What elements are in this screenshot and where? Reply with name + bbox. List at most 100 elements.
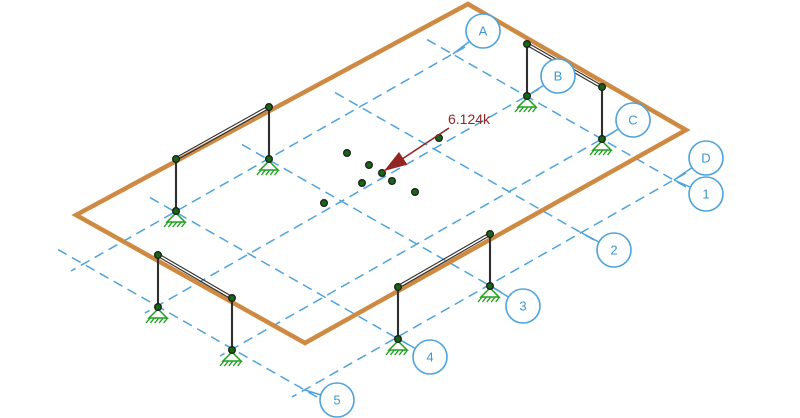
- support-hatch-tick: [256, 169, 262, 176]
- support-hatch-tick: [389, 349, 395, 356]
- load-arrow-head[interactable]: [384, 152, 408, 171]
- support-hatch-tick: [237, 360, 243, 367]
- support-hatch-tick: [598, 149, 604, 156]
- grid-bubble-label-2: 2: [610, 243, 617, 258]
- grid-line-3: [240, 143, 502, 293]
- grid-bubble-label-3: 3: [519, 299, 526, 314]
- support-hatch-tick: [163, 221, 169, 228]
- grid-bubble-C: C: [615, 102, 651, 138]
- support-hatch-tick: [398, 349, 404, 356]
- support-hatch-tick: [145, 317, 151, 324]
- grid-line-1: [425, 38, 687, 188]
- node-free-6[interactable]: [411, 188, 420, 197]
- support-symbol-B1: [514, 96, 538, 113]
- beam-edge-line: [398, 234, 491, 289]
- support-symbol-C1: [589, 139, 613, 156]
- grid-bubble-label-5: 5: [333, 393, 340, 408]
- support-hatch-tick: [486, 296, 492, 303]
- node-column-top-C1[interactable]: [597, 82, 606, 91]
- grid-bubble-B: B: [540, 58, 576, 94]
- node-free-4[interactable]: [358, 179, 367, 188]
- support-hatch-tick: [532, 106, 538, 113]
- support-hatch-tick: [223, 360, 229, 367]
- support-hatch-tick: [477, 296, 483, 303]
- support-hatch-tick: [149, 317, 155, 324]
- support-symbol-A3: [256, 159, 280, 176]
- node-column-base-C1[interactable]: [597, 135, 606, 144]
- support-hatch-tick: [481, 296, 487, 303]
- grid-bubble-circle-3: [505, 288, 541, 324]
- support-hatch-tick: [228, 360, 234, 367]
- slab-outline[interactable]: [71, 1, 691, 346]
- node-column-top-C5[interactable]: [228, 294, 237, 303]
- beam-member-left[interactable]: [175, 105, 270, 161]
- node-column-base-A4[interactable]: [172, 207, 181, 216]
- load-value-label: 6.124k: [448, 111, 491, 127]
- grid-bubble-circle-C: [615, 102, 651, 138]
- node-column-top-B1[interactable]: [522, 39, 531, 48]
- support-hatch-tick: [167, 221, 173, 228]
- support-hatch-tick: [602, 149, 608, 156]
- node-column-base-D4[interactable]: [394, 335, 403, 344]
- grid-bubble-5: 5: [319, 382, 355, 418]
- support-hatch-tick: [269, 169, 275, 176]
- beam-member-bottom-right[interactable]: [397, 232, 491, 289]
- grid-bubble-label-D: D: [701, 151, 710, 166]
- node-free-3[interactable]: [378, 169, 387, 178]
- support-hatch-tick: [514, 106, 520, 113]
- support-hatch-tick: [527, 106, 533, 113]
- grid-line-5: [56, 248, 318, 398]
- node-column-base-B1[interactable]: [522, 91, 531, 100]
- node-free-1[interactable]: [343, 149, 352, 158]
- grid-bubble-D: D: [688, 140, 724, 176]
- support-hatch-tick: [172, 221, 178, 228]
- grid-line-4: [148, 196, 410, 346]
- node-column-base-A3[interactable]: [265, 155, 274, 164]
- node-column-top-B5[interactable]: [154, 251, 163, 260]
- node-free-7[interactable]: [320, 199, 329, 208]
- node-column-base-C5[interactable]: [228, 346, 237, 355]
- support-hatch-tick: [181, 221, 187, 228]
- beam-edge-line: [397, 232, 490, 287]
- support-symbol-C5: [219, 350, 243, 367]
- node-column-top-D4[interactable]: [394, 283, 403, 292]
- grid-bubble-2: 2: [596, 232, 632, 268]
- support-hatch-tick: [394, 349, 400, 356]
- grid-bubble-circle-A: [465, 13, 501, 49]
- grid-bubble-label-4: 4: [426, 350, 433, 365]
- grid-bubble-3: 3: [505, 288, 541, 324]
- support-hatch-tick: [607, 149, 613, 156]
- support-hatch-tick: [593, 149, 599, 156]
- node-column-base-D3[interactable]: [486, 282, 495, 291]
- grid-bubble-circle-D: [688, 140, 724, 176]
- support-symbol-D4: [385, 339, 409, 356]
- support-hatch-tick: [523, 106, 529, 113]
- support-hatch-tick: [403, 349, 409, 356]
- grid-bubble-A: A: [465, 13, 501, 49]
- grid-bubble-circle-4: [412, 339, 448, 375]
- support-hatch-tick: [163, 317, 169, 324]
- support-hatch-tick: [589, 149, 595, 156]
- beam-member-bottom-left[interactable]: [157, 253, 233, 300]
- node-free-2[interactable]: [365, 161, 374, 170]
- support-symbol-D3: [477, 286, 501, 303]
- grid-bubble-label-A: A: [479, 24, 488, 39]
- node-column-top-A3[interactable]: [265, 102, 274, 111]
- grid-bubble-label-1: 1: [702, 187, 709, 202]
- support-symbol-B5: [145, 307, 169, 324]
- grid-bubble-circle-B: [540, 58, 576, 94]
- grid-bubble-4: 4: [412, 339, 448, 375]
- grid-bubble-1: 1: [688, 176, 724, 212]
- beam-edge-line: [157, 255, 232, 300]
- grid-line-2: [333, 91, 595, 241]
- support-hatch-tick: [219, 360, 225, 367]
- support-hatch-tick: [260, 169, 266, 176]
- grid-bubble-circle-2: [596, 232, 632, 268]
- node-column-top-A4[interactable]: [172, 155, 181, 164]
- node-column-top-D3[interactable]: [486, 230, 495, 239]
- grid-bubble-circle-1: [688, 176, 724, 212]
- node-column-base-B5[interactable]: [154, 303, 163, 312]
- node-free-5[interactable]: [388, 177, 397, 186]
